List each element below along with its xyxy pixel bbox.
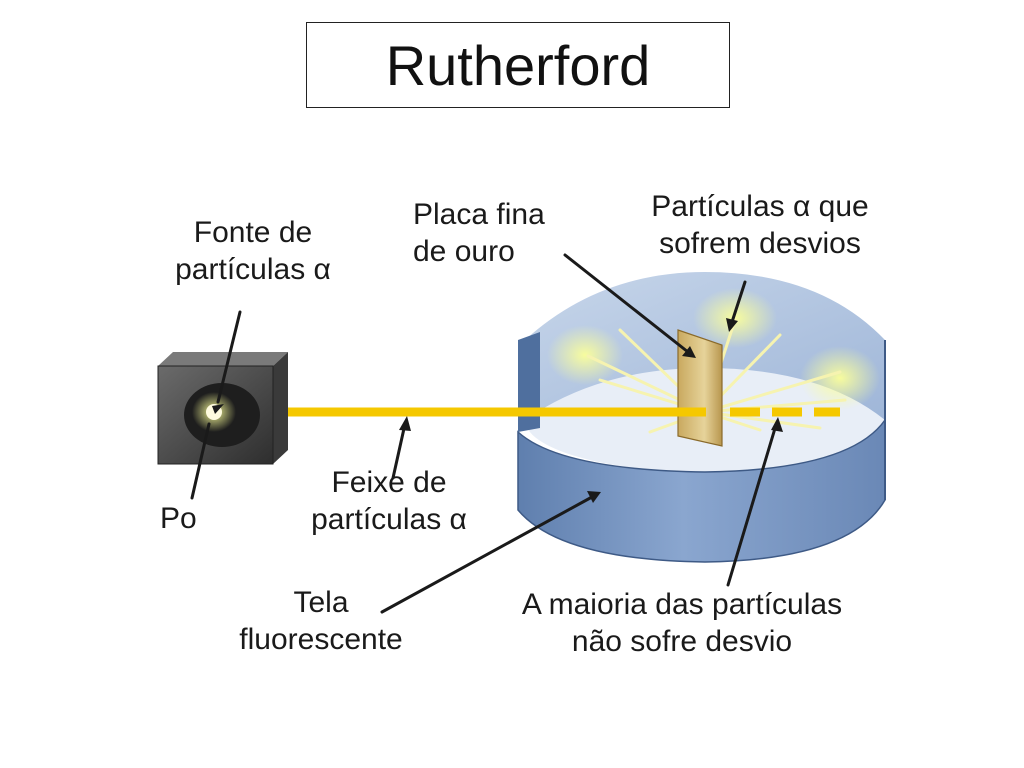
pointer-source xyxy=(216,310,242,404)
label-source-line2: partículas α xyxy=(175,253,331,286)
label-alpha-source: Fonte de partículas α xyxy=(148,214,358,288)
label-gold-plate: Placa fina de ouro xyxy=(413,196,545,270)
glow-spot-top xyxy=(693,288,777,348)
label-fluorescent-screen: Tela fluorescente xyxy=(208,584,434,658)
label-screen-line1: Tela xyxy=(293,586,349,619)
label-majority-undeflected: A maioria das partículas não sofre desvi… xyxy=(468,586,896,660)
label-beam-line1: Feixe de xyxy=(331,466,447,499)
screen-left-edge xyxy=(518,332,540,432)
title-box: Rutherford xyxy=(306,22,730,108)
alpha-source xyxy=(157,352,288,465)
label-alpha-beam: Feixe de partículas α xyxy=(282,464,496,538)
fluorescent-screen xyxy=(517,272,886,563)
gold-plate xyxy=(677,329,723,447)
pointer-lines xyxy=(190,253,783,614)
label-source-line1: Fonte de xyxy=(193,216,313,249)
label-beam-line2: partículas α xyxy=(311,503,467,536)
pointer-plate xyxy=(563,253,690,354)
pointer-majority xyxy=(726,423,778,587)
source-box-side xyxy=(273,352,288,464)
pointer-deflected xyxy=(730,280,747,324)
pointer-majority-head xyxy=(771,417,783,432)
label-plate-line1: Placa fina xyxy=(413,198,545,231)
pointer-po xyxy=(190,422,211,500)
gold-plate-face xyxy=(677,329,723,447)
pointer-beam-head xyxy=(399,416,411,431)
label-po: Po xyxy=(160,500,197,537)
pointer-deflected-head xyxy=(726,318,738,332)
label-majority-line2: não sofre desvio xyxy=(571,625,793,658)
label-screen-line2: fluorescente xyxy=(239,623,403,656)
pointer-beam xyxy=(391,422,407,480)
glow-spot-right xyxy=(800,346,880,410)
source-box-top xyxy=(158,352,288,366)
glow-spot-left xyxy=(547,325,623,385)
label-deflected-line2: sofrem desvios xyxy=(659,227,861,260)
pointer-source-head xyxy=(212,404,224,414)
label-po-text: Po xyxy=(160,502,197,535)
label-deflected-particles: Partículas α que sofrem desvios xyxy=(614,188,906,262)
label-deflected-line1: Partículas α que xyxy=(651,190,869,223)
pointer-screen-head xyxy=(587,491,601,503)
pointer-screen xyxy=(380,495,594,614)
pointer-plate-head xyxy=(682,346,696,358)
label-majority-line1: A maioria das partículas xyxy=(521,588,843,621)
label-plate-line2: de ouro xyxy=(413,235,515,268)
page-title: Rutherford xyxy=(385,33,651,97)
